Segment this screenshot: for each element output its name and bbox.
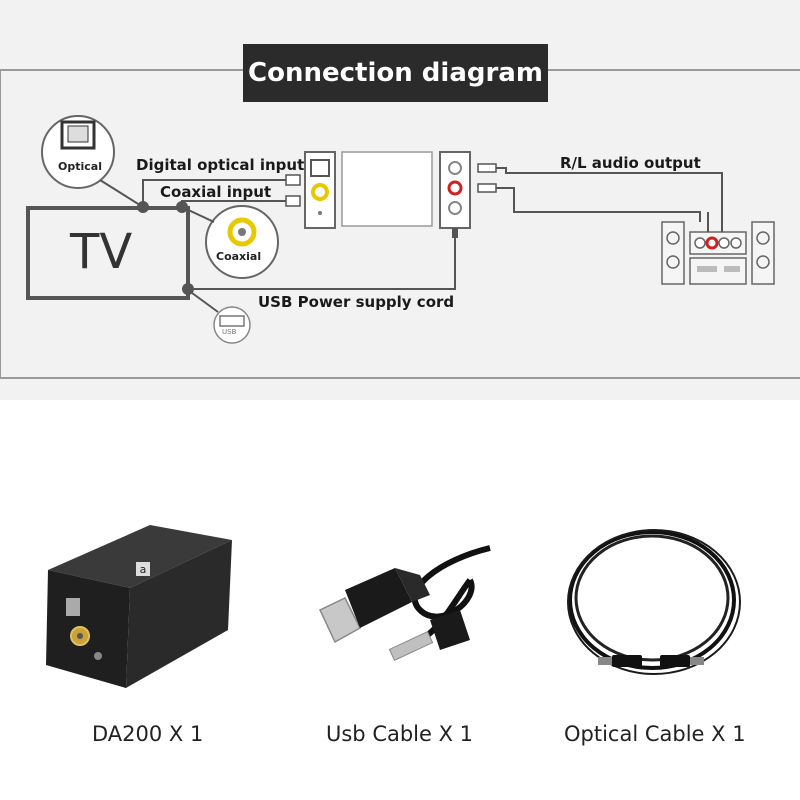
tv-label: TV — [70, 224, 133, 280]
optical-port-icon — [60, 120, 96, 150]
usb-cable-image — [319, 545, 491, 661]
usb-port-icon — [219, 315, 245, 327]
coaxial-input-label: Coaxial input — [160, 183, 272, 201]
coaxial-badge-label: Coaxial — [216, 250, 262, 263]
usb-badge-label: USB — [222, 328, 237, 336]
digital-optical-input-label: Digital optical input — [136, 156, 305, 174]
rl-output-line-top — [496, 167, 723, 212]
optical-cable-line — [142, 179, 300, 207]
optical-cable-image — [567, 529, 741, 675]
rl-output-line-bottom — [496, 187, 701, 222]
optical-badge — [41, 115, 115, 189]
coaxial-cable-line — [181, 200, 300, 207]
product-label-optical-cable: Optical Cable X 1 — [564, 722, 746, 746]
optical-badge-label: Optical — [58, 160, 102, 173]
usb-cable-line — [188, 236, 456, 290]
converter-body — [341, 151, 433, 227]
product-label-da200: DA200 X 1 — [92, 722, 204, 746]
svg-text:a: a — [140, 563, 147, 576]
diagram-frame — [0, 69, 800, 379]
tv-outline — [26, 206, 190, 300]
da200-converter-image: a — [46, 525, 232, 688]
rl-output-label: R/L audio output — [560, 154, 701, 172]
usb-power-label: USB Power supply cord — [258, 293, 455, 311]
diagram-title: Connection diagram — [243, 44, 548, 102]
product-label-usb-cable: Usb Cable X 1 — [326, 722, 474, 746]
